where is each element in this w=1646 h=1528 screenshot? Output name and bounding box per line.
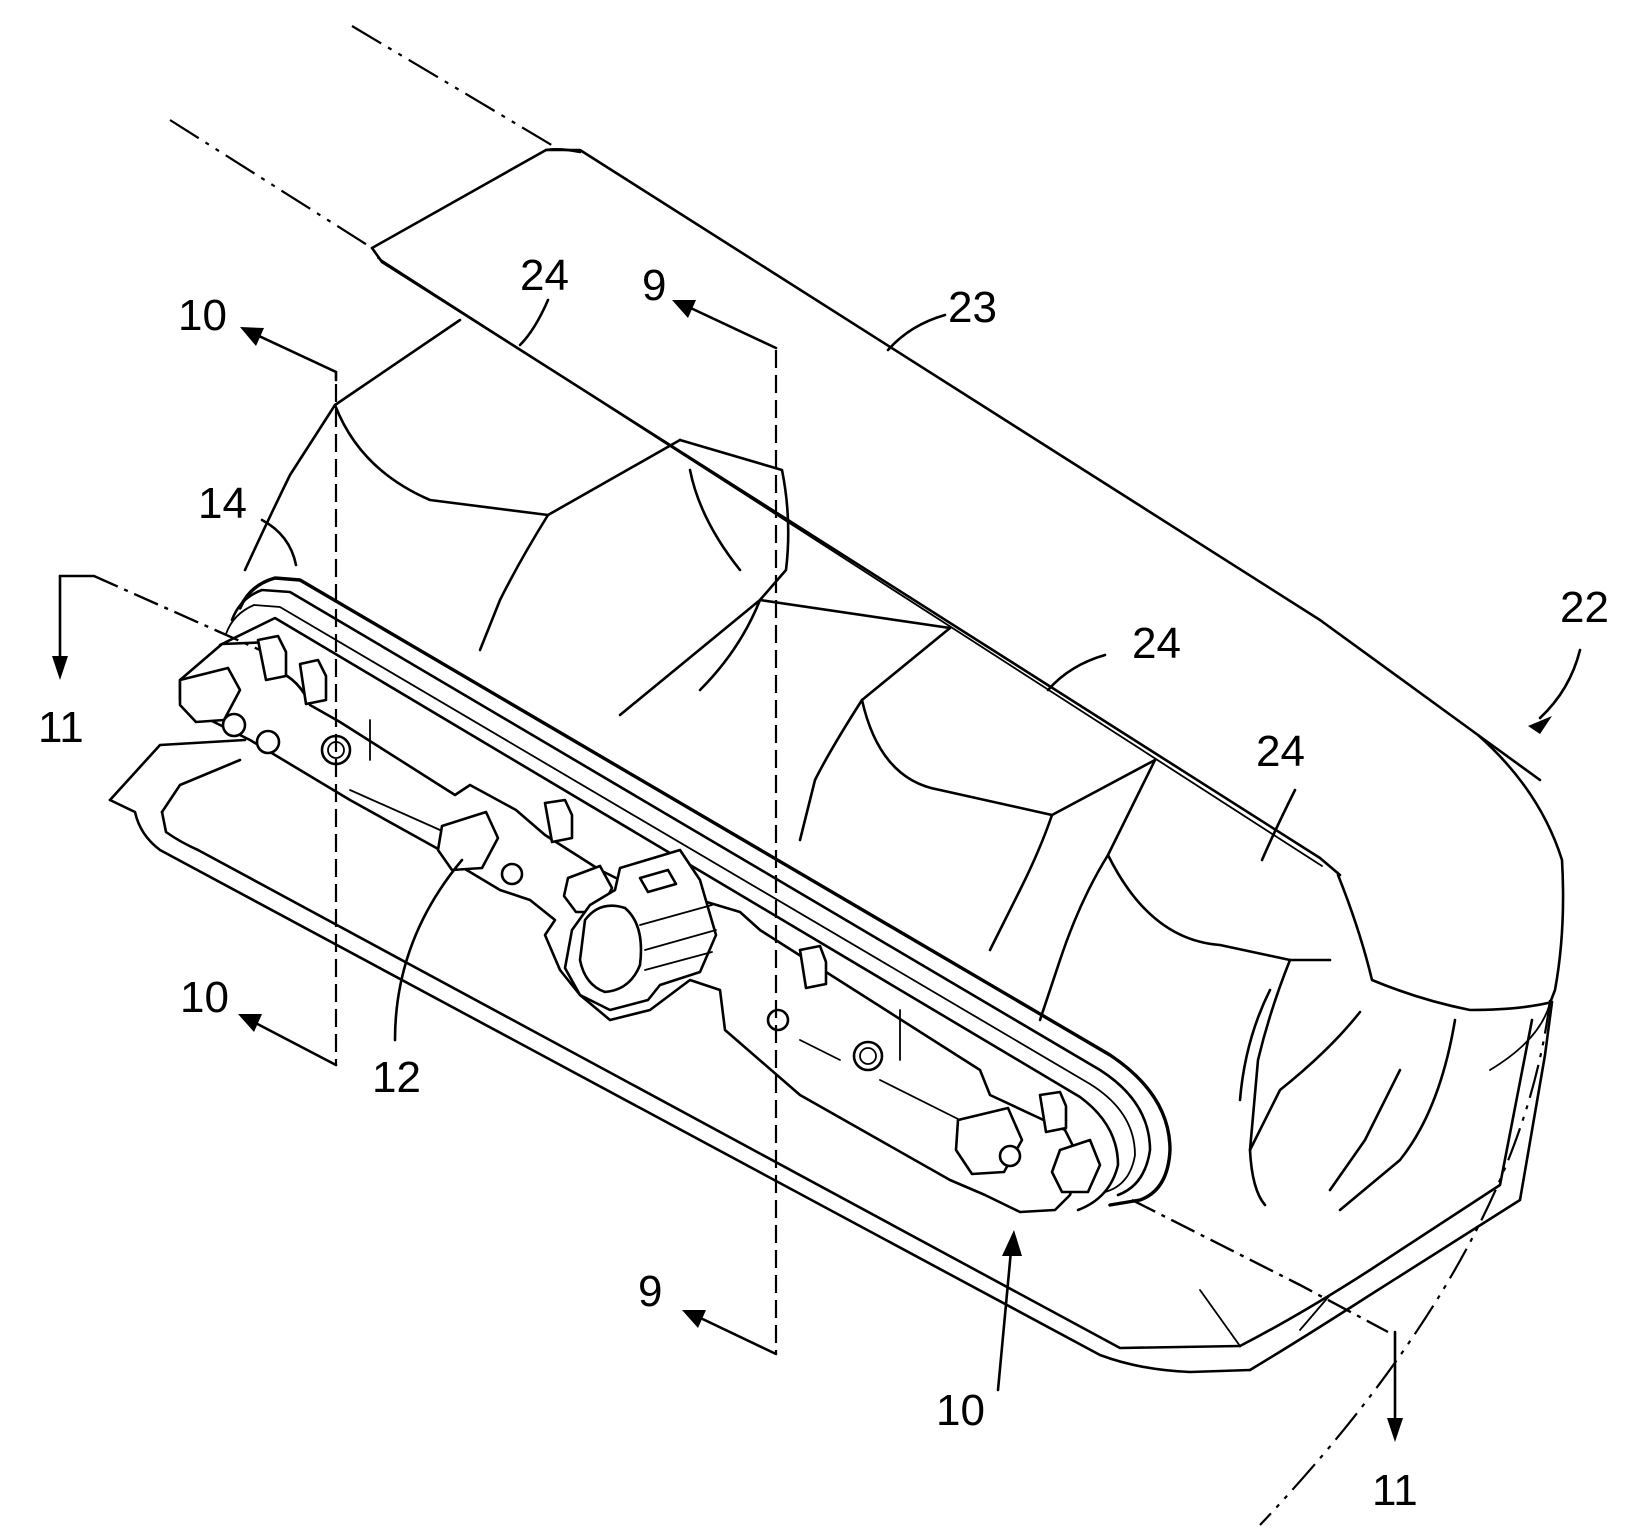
label-cushion-upper-left: 24 — [520, 251, 569, 300]
label-module-base: 12 — [372, 1053, 421, 1102]
section-10-bottom: 10 — [180, 973, 229, 1022]
section-9-top: 9 — [642, 261, 666, 310]
label-top-surface: 23 — [948, 283, 997, 332]
label-housing: 22 — [1560, 583, 1609, 632]
module-base — [180, 636, 1100, 1212]
section-10-top: 10 — [178, 291, 227, 340]
label-cushion-upper-right: 24 — [1132, 619, 1181, 668]
label-module-cover: 14 — [198, 479, 247, 528]
label-module-overall: 10 — [936, 1386, 985, 1435]
reference-numerals: 22 23 24 24 24 10 12 14 — [198, 251, 1609, 1435]
section-11-left: 11 — [38, 703, 84, 752]
section-11-right: 11 — [1372, 1466, 1418, 1515]
label-cushion-right: 24 — [1256, 727, 1305, 776]
section-9-bottom: 9 — [638, 1267, 662, 1316]
